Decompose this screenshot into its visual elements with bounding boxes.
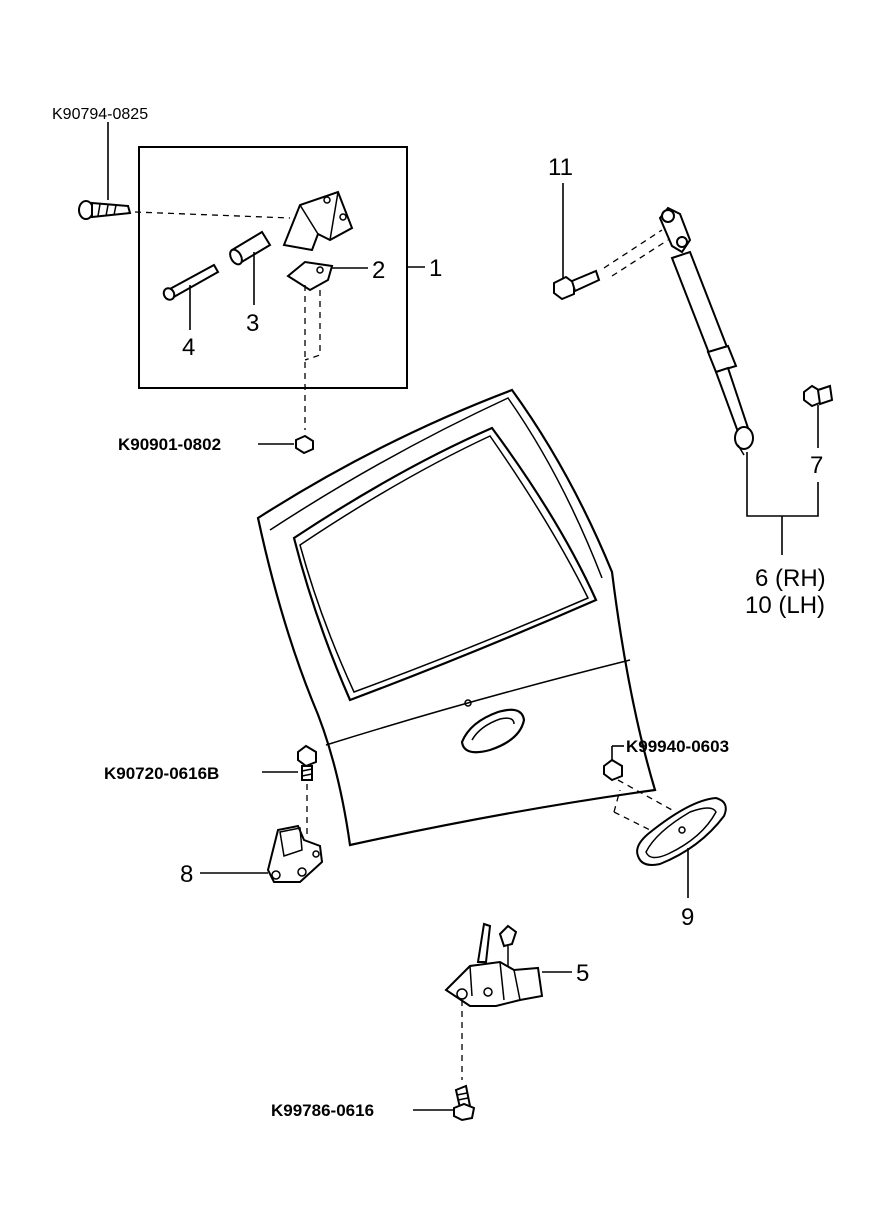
tailgate-handle-recess xyxy=(460,708,526,754)
pn-latch-bolt: K99786-0616 xyxy=(271,1101,374,1120)
strut-bolt-dash xyxy=(603,229,669,277)
lower-hinge-bracket xyxy=(266,824,324,883)
lower-hinge-bolt-icon xyxy=(297,744,317,781)
tailgate-panel xyxy=(256,388,657,847)
handle-dash xyxy=(613,779,673,831)
callout-8: 8 xyxy=(180,861,193,888)
callout-1: 1 xyxy=(429,255,442,282)
pn-lower-hinge-bolt: K90720-0616B xyxy=(104,764,219,783)
callout-9: 9 xyxy=(681,904,694,931)
callout-6: 6 (RH) xyxy=(755,565,826,592)
tailgate-window xyxy=(292,426,598,702)
strut-callout-bracket xyxy=(746,452,819,555)
hinge-base-plate xyxy=(286,260,334,292)
pn-hinge-screw: K90794-0825 xyxy=(52,106,148,123)
latch-bolt-icon xyxy=(453,1084,476,1122)
pn-hinge-nut: K90901-0802 xyxy=(118,435,221,454)
callout-2: 2 xyxy=(372,257,385,284)
callout-4: 4 xyxy=(182,334,195,361)
strut-bolt-icon xyxy=(553,269,601,301)
outside-handle xyxy=(636,796,727,866)
callout-10: 10 (LH) xyxy=(745,592,825,619)
hinge-screw-icon xyxy=(78,200,132,220)
hinge-nut-dash xyxy=(304,285,321,430)
callout-7: 7 xyxy=(810,452,823,479)
pn-handle-nut: K99940-0603 xyxy=(626,737,729,756)
tailgate-latch xyxy=(444,922,544,1007)
gas-strut xyxy=(658,206,754,456)
handle-nut-icon xyxy=(603,758,623,782)
callout-11: 11 xyxy=(548,154,573,181)
hinge-screw-dash xyxy=(134,211,291,219)
ball-stud-icon xyxy=(803,384,834,408)
callout-5: 5 xyxy=(576,960,589,987)
callout-3: 3 xyxy=(246,310,259,337)
hinge-bushing xyxy=(229,230,272,266)
hinge-pin xyxy=(162,263,220,301)
hinge-nut-icon xyxy=(295,434,314,455)
hinge-bracket xyxy=(282,190,354,252)
